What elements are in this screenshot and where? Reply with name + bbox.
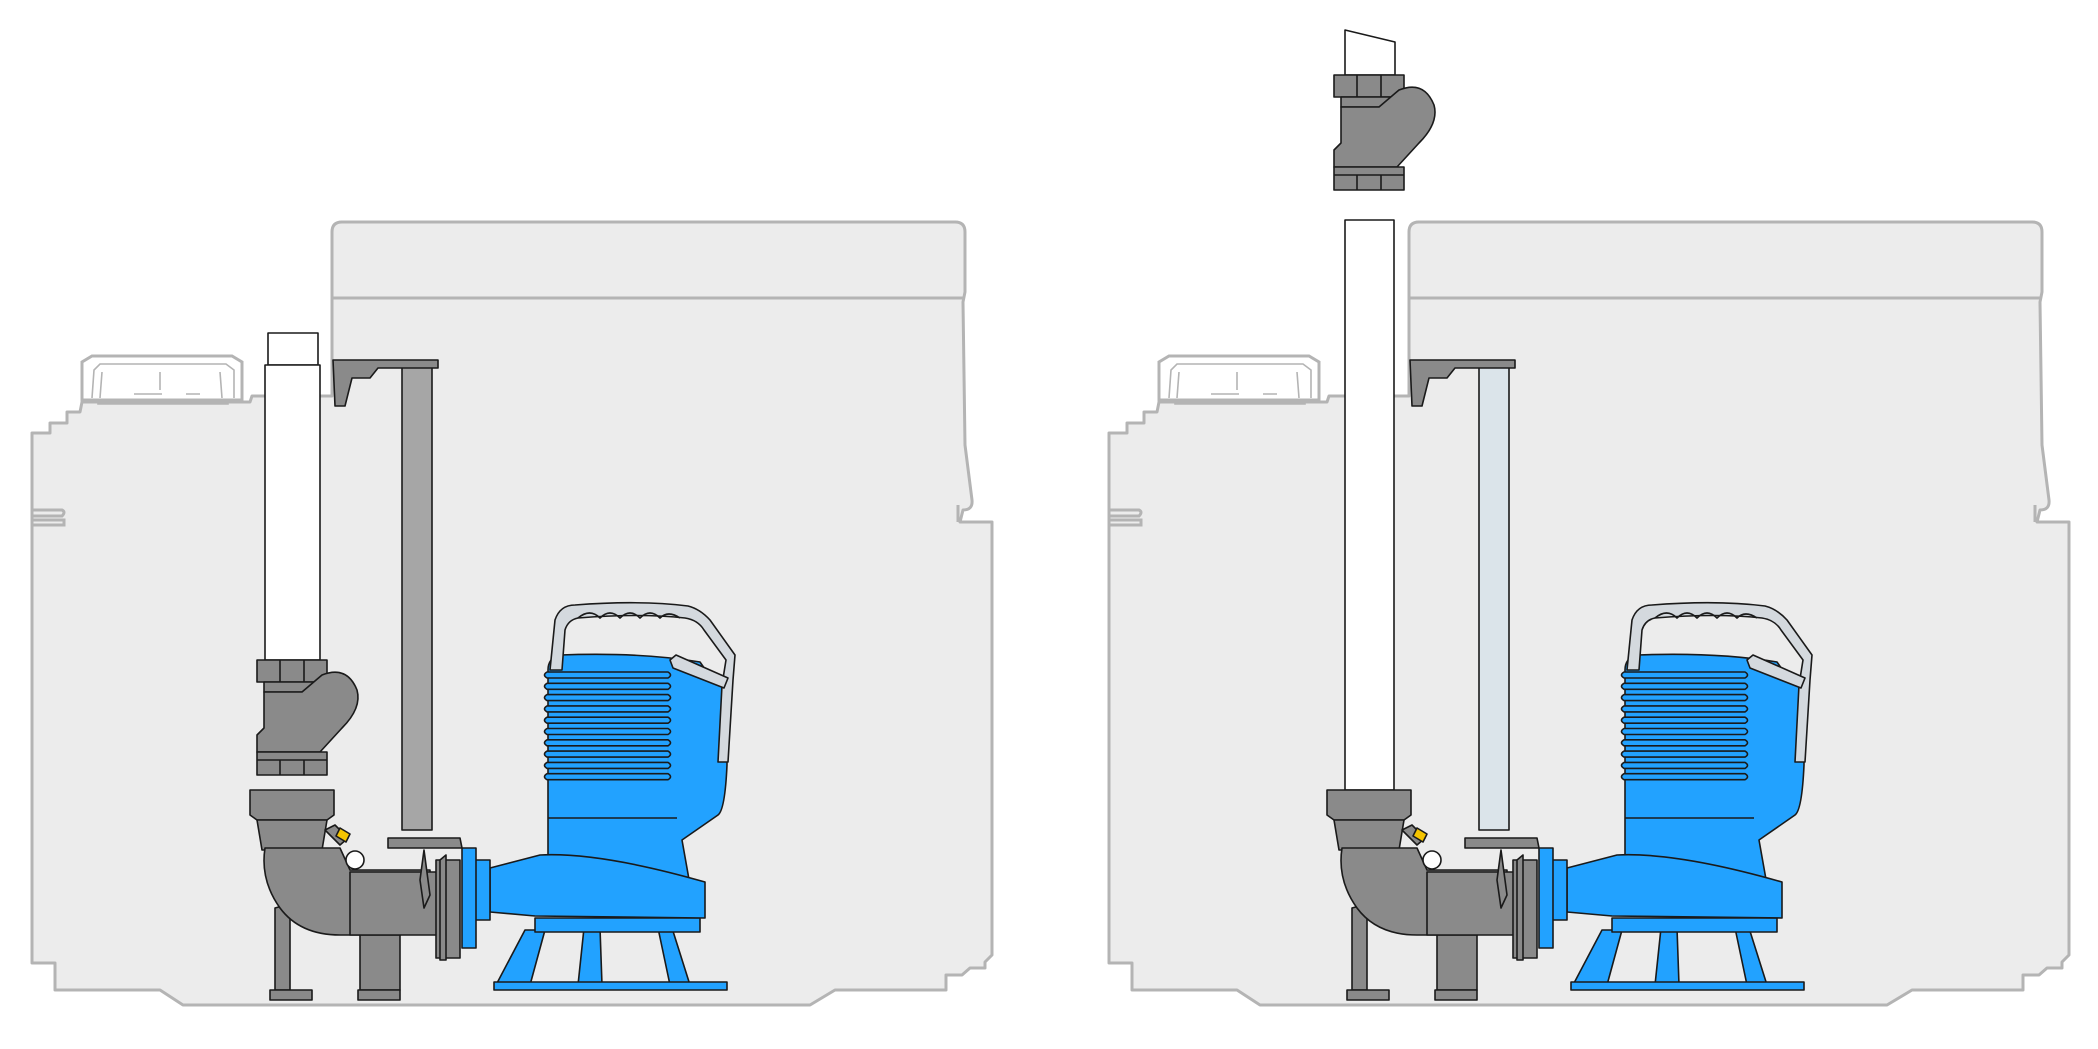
pump-cooling-rib: [1620, 739, 1749, 747]
pump-cooling-rib: [543, 727, 672, 736]
pump-cooling-rib: [543, 739, 672, 747]
outlet-adapter: [256, 819, 328, 851]
check-valve-union-lines: [279, 660, 305, 682]
pump-handle-grip: [1654, 612, 1758, 619]
pump-cooling-rib: [1620, 671, 1749, 679]
coupling-flange-edge: [1516, 854, 1524, 961]
pump-handle-bracket: [669, 654, 729, 689]
coupling-valve-indicator: [1412, 827, 1428, 843]
pump-cooling-rib: [543, 750, 672, 758]
pump-station-high-check-valve: [1107, 29, 2071, 1007]
pump-cooling-rib: [1620, 705, 1749, 713]
pump-stand-top: [1611, 917, 1778, 933]
pump-stand-top: [534, 917, 701, 933]
riser-pipe-top: [1344, 29, 1396, 76]
pump-cooling-rib: [1620, 761, 1749, 770]
inspection-lid: [80, 354, 244, 406]
coupling-pivot: [1422, 850, 1442, 870]
pump-cooling-rib: [543, 671, 672, 679]
guide-rail: [1478, 364, 1510, 831]
check-valve-bottom-union: [256, 751, 328, 776]
pump-flange-plate: [461, 847, 477, 949]
pipe-socket: [267, 332, 319, 366]
pump-flange-plate: [1538, 847, 1554, 949]
coupling-foot-pad-left: [269, 989, 313, 1001]
guide-rail-top-bracket: [332, 359, 439, 407]
check-valve-body: [256, 671, 359, 753]
check-valve-bottom-union: [1333, 166, 1405, 191]
check-valve-union-lines: [1356, 75, 1382, 97]
pump-volute: [489, 853, 706, 919]
guide-rail-foot: [387, 837, 463, 849]
riser-pipe: [264, 364, 321, 661]
coupling-foot-right: [359, 933, 401, 991]
pump-cooling-rib: [1620, 682, 1749, 691]
pump-handle-grip: [577, 612, 681, 619]
pump-cooling-rib: [1620, 693, 1749, 702]
outlet-union-nut: [1326, 789, 1412, 821]
coupling-hook: [419, 849, 431, 909]
check-valve-union-lines: [257, 759, 327, 775]
check-valve-union-lines: [1334, 174, 1404, 190]
pump-cooling-rib: [1620, 750, 1749, 758]
coupling-foot-pad-left: [1346, 989, 1390, 1001]
coupling-valve-indicator: [335, 827, 351, 843]
pump-base-plate: [1570, 981, 1805, 991]
pump-base-plate: [493, 981, 728, 991]
pump-handle-bracket: [1746, 654, 1806, 689]
outlet-union-nut: [249, 789, 335, 821]
riser-pipe: [1344, 219, 1395, 791]
pump-cooling-rib: [1620, 727, 1749, 736]
outlet-adapter: [1333, 819, 1405, 851]
variants-layer: [30, 29, 2071, 1007]
pump-volute: [1566, 853, 1783, 919]
pump-cooling-rib: [543, 705, 672, 713]
coupling-flange-edge: [439, 854, 447, 961]
guide-rail-foot: [1464, 837, 1540, 849]
pump-cooling-rib: [543, 772, 672, 781]
pump-cooling-rib: [543, 716, 672, 724]
pump-cooling-rib: [1620, 772, 1749, 781]
coupling-pivot: [345, 850, 365, 870]
pump-cooling-rib: [543, 682, 672, 691]
guide-rail-top-bracket: [1409, 359, 1516, 407]
guide-rail: [401, 364, 433, 831]
coupling-hook: [1496, 849, 1508, 909]
pump-cooling-rib: [543, 693, 672, 702]
check-valve-body: [1333, 86, 1436, 168]
pump-cooling-rib: [543, 761, 672, 770]
coupling-foot-pad-right: [1434, 989, 1478, 1001]
pump-station-low-check-valve: [30, 220, 994, 1007]
coupling-foot-right: [1436, 933, 1478, 991]
inspection-lid: [1157, 354, 1321, 406]
pump-cooling-rib: [1620, 716, 1749, 724]
coupling-foot-pad-right: [357, 989, 401, 1001]
